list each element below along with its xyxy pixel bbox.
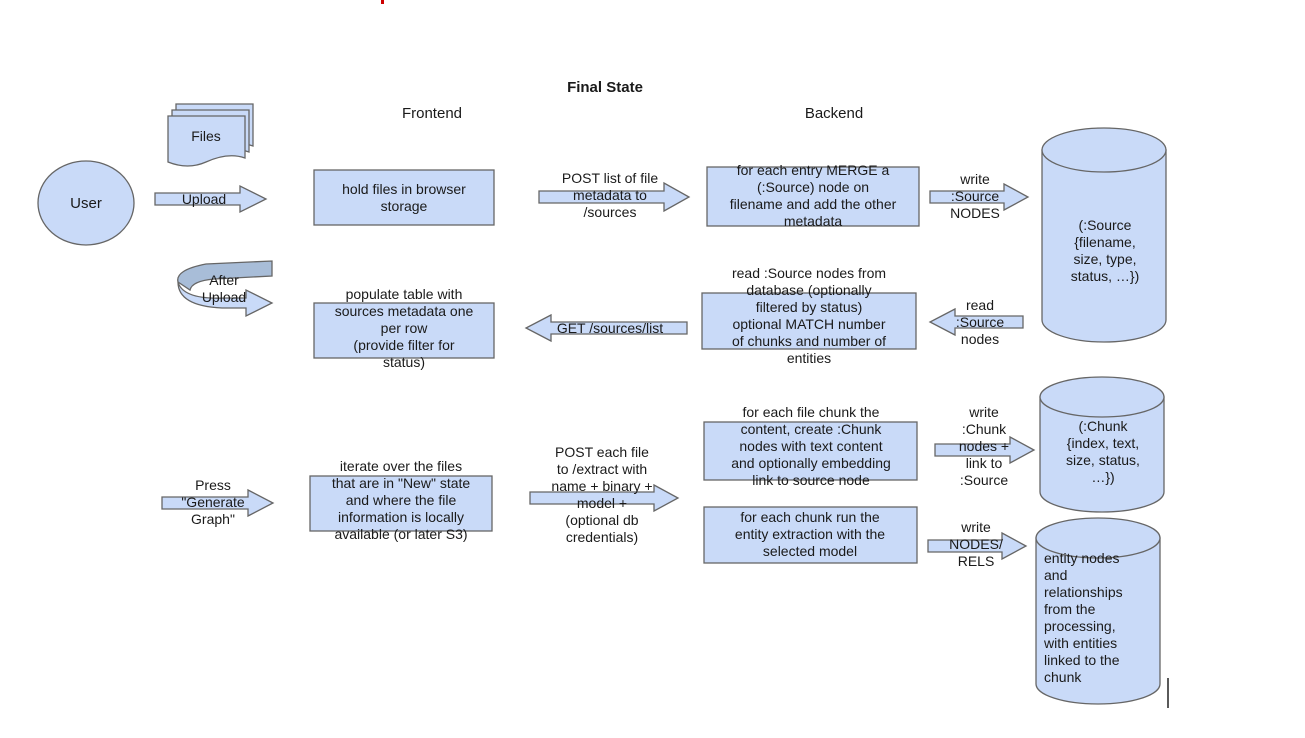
post-sources-arrow bbox=[538, 181, 691, 213]
after-upload-label: After Upload bbox=[201, 272, 247, 305]
write-source-text: write :Source NODES bbox=[950, 171, 1000, 221]
iterate-files-box bbox=[309, 475, 493, 532]
read-source-box bbox=[701, 292, 917, 350]
diagram-title: Final State bbox=[567, 79, 643, 96]
populate-table-text: populate table with sources metadata one… bbox=[334, 286, 474, 370]
user-node-shape bbox=[37, 160, 135, 246]
get-sources-arrow bbox=[524, 313, 688, 343]
write-chunk-arrow bbox=[934, 435, 1036, 465]
write-nodes-rels-arrow bbox=[927, 531, 1028, 561]
hold-files-text: hold files in browser storage bbox=[342, 181, 466, 214]
post-extract-arrow bbox=[529, 483, 680, 513]
write-chunk-text: write :Chunk nodes + link to :Source bbox=[958, 404, 1010, 488]
get-sources-text: GET /sources/list bbox=[556, 320, 664, 336]
after-upload-arrow bbox=[177, 260, 274, 318]
post-extract-text: POST each file to /extract with name + b… bbox=[551, 444, 653, 545]
upload-arrow bbox=[154, 184, 268, 214]
files-icon bbox=[167, 103, 254, 167]
backend-column-header: Backend bbox=[804, 105, 864, 122]
extraction-box bbox=[703, 506, 918, 564]
chunk-file-box bbox=[703, 421, 918, 481]
post-sources-text: POST list of file metadata to /sources bbox=[561, 170, 659, 220]
source-store-text: (:Source {filename, size, type, status, … bbox=[1070, 217, 1140, 284]
upload-label: Upload bbox=[181, 191, 227, 207]
write-nodes-rels-text: write NODES/ RELS bbox=[949, 519, 1003, 569]
press-generate-label: Press "Generate Graph" bbox=[181, 477, 245, 527]
write-source-arrow bbox=[929, 182, 1030, 212]
chunk-file-text: for each file chunk the content, create … bbox=[731, 404, 891, 488]
user-label: User bbox=[70, 195, 102, 212]
merge-source-box bbox=[706, 166, 920, 227]
generate-arrow bbox=[161, 488, 275, 518]
frontend-column-header: Frontend bbox=[401, 105, 463, 122]
iterate-files-text: iterate over the files that are in "New"… bbox=[331, 458, 471, 542]
merge-source-text: for each entry MERGE a (:Source) node on… bbox=[729, 162, 897, 229]
populate-table-box bbox=[313, 302, 495, 359]
files-label: Files bbox=[191, 128, 221, 144]
hold-files-box bbox=[313, 169, 495, 226]
source-store-cylinder bbox=[1041, 127, 1167, 343]
red-dot-mark bbox=[381, 0, 384, 4]
read-source-op-text: read :Source nodes bbox=[955, 297, 1005, 347]
read-source-arrow bbox=[928, 307, 1024, 337]
extraction-text: for each chunk run the entity extraction… bbox=[734, 509, 886, 559]
chunk-store-text: (:Chunk {index, text, size, status, …}) bbox=[1066, 418, 1140, 485]
read-source-text: read :Source nodes from database (option… bbox=[731, 265, 887, 366]
entity-store-cylinder bbox=[1035, 517, 1161, 705]
entity-store-text: entity nodes and relationships from the … bbox=[1044, 550, 1123, 685]
chunk-store-cylinder bbox=[1039, 376, 1165, 513]
